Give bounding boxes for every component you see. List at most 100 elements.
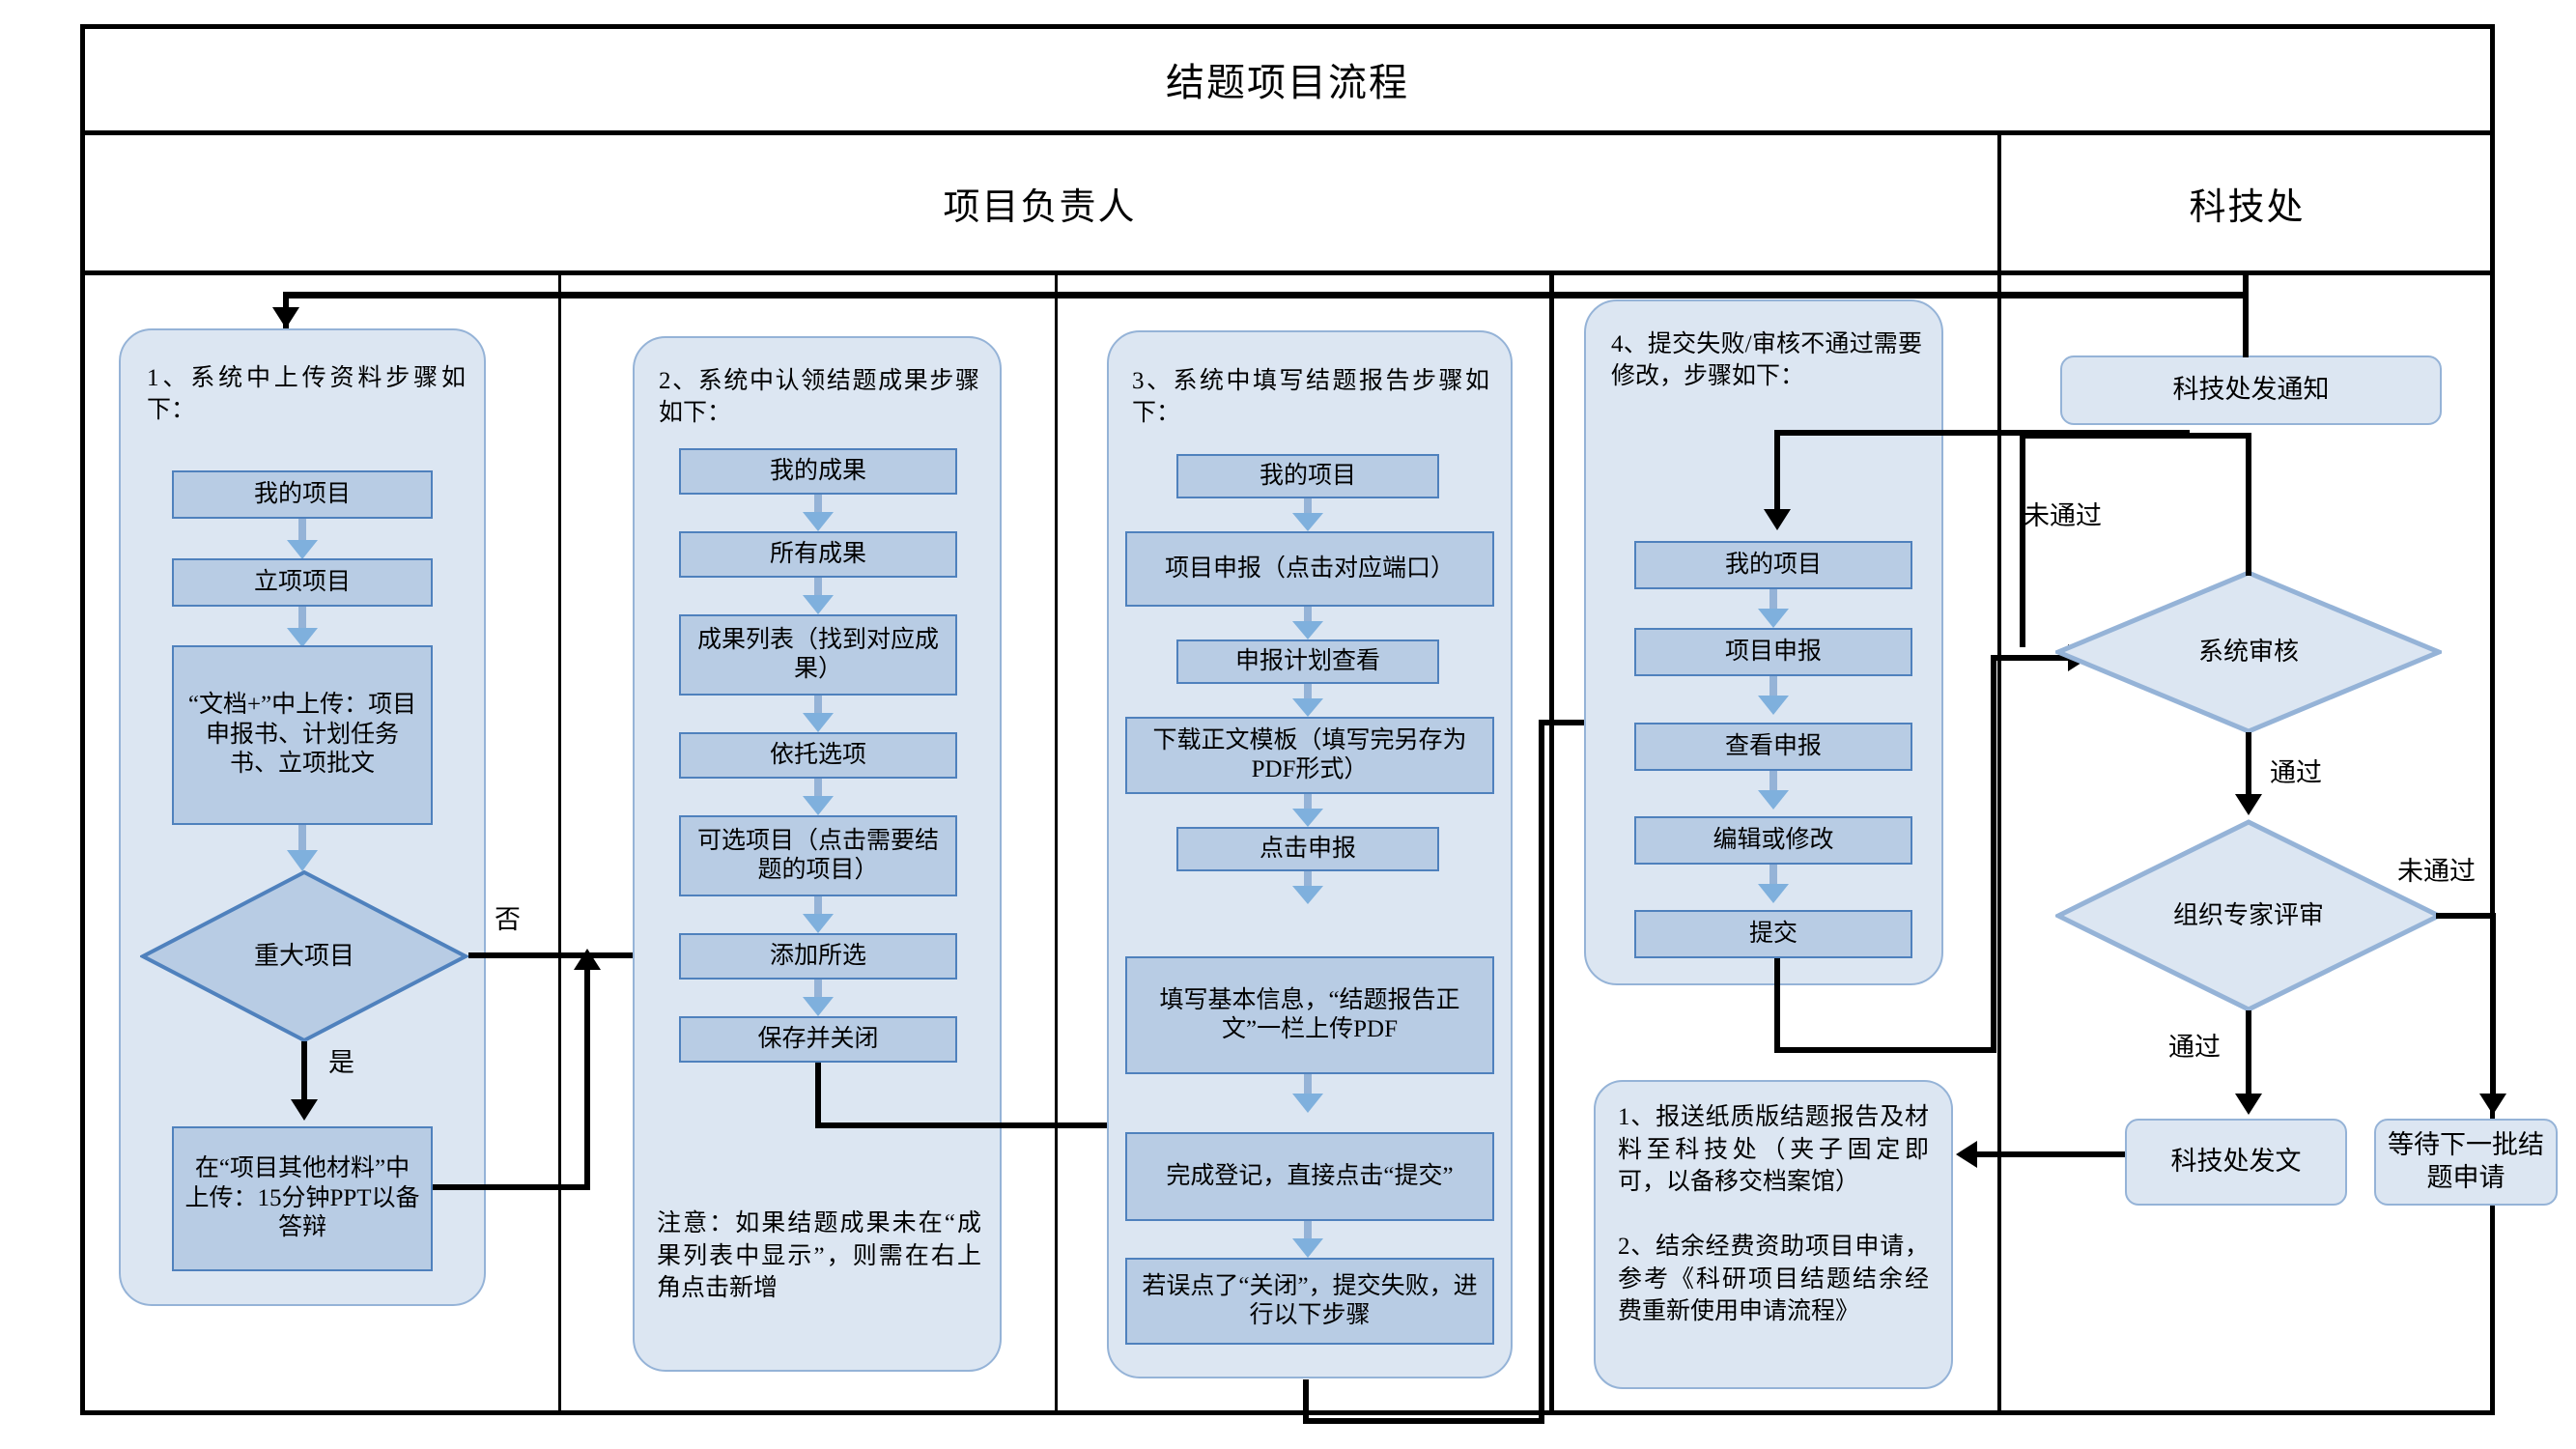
column-divider-3 [1549,273,1554,1415]
col4-step-3: 查看申报 [1634,723,1912,771]
col3-step-4: 下载正文模板（填写完另存为PDF形式） [1125,717,1494,794]
col3-heading: 3、系统中填写结题报告步骤如下： [1132,368,1489,426]
col4-heading: 4、提交失败/审核不通过需要修改，步骤如下： [1611,331,1922,389]
col4-out-v2 [1991,655,1996,1053]
col1-step-2: 立项项目 [172,558,433,607]
notice-out-v [2243,275,2249,357]
col5-box-wait-text: 等待下一批结题申请 [2388,1130,2544,1192]
notes-in-arrowhead [1956,1141,1977,1168]
col4-out-h [1774,1047,1996,1053]
lane-header-office: 科技处 [2189,186,2306,228]
col5-decision-2: 组织专家评审 [2055,819,2442,1012]
col1-to-col2-h [468,952,657,958]
col1-arrow-3 [287,825,318,876]
d1-pass-v [2246,732,2251,802]
col2-step-1: 我的成果 [679,448,957,495]
col1-yes-line-v [301,1041,307,1105]
col2-step-5: 可选项目（点击需要结题的项目） [679,815,957,896]
col2-step-4: 依托选项 [679,732,957,779]
lane-header-separator [80,270,2495,275]
d2-pass-label: 通过 [2168,1033,2221,1062]
diagram-outer-frame [80,24,2495,1415]
col5-decision-2-line1: 组织专家评审 [2172,900,2324,929]
col3-step-4-text: 下载正文模板（填写完另存为PDF形式） [1152,726,1467,783]
col5-decision-1: 系统审核 [2055,570,2442,734]
d1-fail-label: 未通过 [2024,501,2102,530]
col4-step-4: 编辑或修改 [1634,816,1912,865]
col4-in-h [1774,430,2190,436]
col2-out-h [815,1122,1153,1128]
col1-decision: 重大项目 [140,869,468,1043]
col4-out-h2 [1991,655,2074,661]
d2-fail-h [2436,913,2496,919]
col1-yes-arrowhead [291,1099,318,1121]
d1-fail-h-top [2020,433,2251,439]
col2-step-2: 所有成果 [679,531,957,578]
col1-step-yes: 在“项目其他材料”中上传：15分钟PPT以备答辩 [172,1126,433,1271]
col1-yes-label: 是 [328,1048,354,1077]
col2-step-6: 添加所选 [679,933,957,980]
col3-step-2-text: 项目申报（点击对应端口） [1164,554,1455,582]
col5-decision-2-label: 组织专家评审 [2055,900,2442,932]
col1-no-label: 否 [495,905,521,934]
col4-in-v [1774,430,1780,515]
d1-fail-v [2246,433,2251,576]
notes-in-h [1975,1151,2183,1157]
col2-step-5-text: 可选项目（点击需要结题的项目） [696,827,939,884]
col3-arrow-1 [1292,498,1323,536]
col1-feedback-v [584,966,590,1190]
col2-heading: 2、系统中认领结题成果步骤如下： [659,368,979,426]
lane-header-owner: 项目负责人 [943,186,1137,228]
col4-in-arrowhead [1764,509,1791,530]
col2-step-7: 保存并关闭 [679,1016,957,1063]
col3-out-v [1303,1379,1309,1424]
col2-arrow-3 [803,696,834,737]
col4-arrow-3 [1758,771,1789,814]
diagram-title: 结题项目流程 [1166,60,1409,104]
notice-to-col1-arrowhead [272,307,299,328]
lane-divider-main [1997,130,2001,1415]
col3-step-2: 项目申报（点击对应端口） [1125,531,1494,607]
column-divider-2 [1055,273,1058,1415]
col2-note: 注意：如果结题成果未在“成果列表中显示”，则需在右上角点击新增 [657,1210,981,1301]
d2-fail-arrowhead [2479,1094,2506,1115]
col2-arrow-4 [803,779,834,820]
col4-out-v [1774,958,1780,1053]
col3-step-7-text: 完成登记，直接点击“提交” [1166,1162,1454,1189]
col2-out-v [815,1063,821,1128]
col4-arrow-4 [1758,865,1789,908]
col3-arrow-3 [1292,684,1323,722]
d1-fail-spine [2020,433,2025,647]
notice-top-h [283,292,2246,298]
col5-notice-box: 科技处发通知 [2060,355,2442,425]
col3-arrow-4 [1292,794,1323,832]
col3-step-3: 申报计划查看 [1176,639,1439,684]
col1-arrow-1 [287,519,318,564]
col4-step-1: 我的项目 [1634,541,1912,589]
d2-pass-v [2246,1010,2251,1101]
col1-arrow-2 [287,607,318,652]
col3-step-6-text: 填写基本信息，“结题报告正文”一栏上传PDF [1159,986,1460,1043]
col1-step-3: “文档+”中上传：项目申报书、计划任务书、立项批文 [172,645,433,825]
col5-box-publish: 科技处发文 [2125,1119,2347,1206]
col2-step-3: 成果列表（找到对应成果） [679,614,957,696]
col1-heading: 1、系统中上传资料步骤如下： [147,365,466,423]
d2-fail-v [2490,913,2496,1101]
col3-step-8-text: 若误点了“关闭”，提交失败，进行以下步骤 [1142,1272,1478,1329]
col1-step-yes-text: 在“项目其他材料”中上传：15分钟PPT以备答辩 [184,1155,420,1241]
col1-step-1: 我的项目 [172,470,433,519]
col5-decision-1-label: 系统审核 [2197,637,2299,666]
col4-notes: 1、报送纸质版结题报告及材料至科技处（夹子固定即可，以备移交档案馆） 2、结余经… [1618,1104,1929,1324]
d1-pass-label: 通过 [2270,758,2322,787]
col2-arrow-2 [803,578,834,619]
col3-step-1: 我的项目 [1176,454,1439,498]
col3-step-5: 点击申报 [1176,827,1439,871]
col5-box-wait: 等待下一批结题申请 [2374,1119,2558,1206]
col3-arrow-6 [1292,1074,1323,1118]
col3-out-v2 [1539,720,1544,1424]
col3-arrow-5 [1292,871,1323,909]
col4-arrow-2 [1758,676,1789,720]
col1-feedback-h [433,1184,590,1190]
col3-out-h [1303,1418,1544,1424]
